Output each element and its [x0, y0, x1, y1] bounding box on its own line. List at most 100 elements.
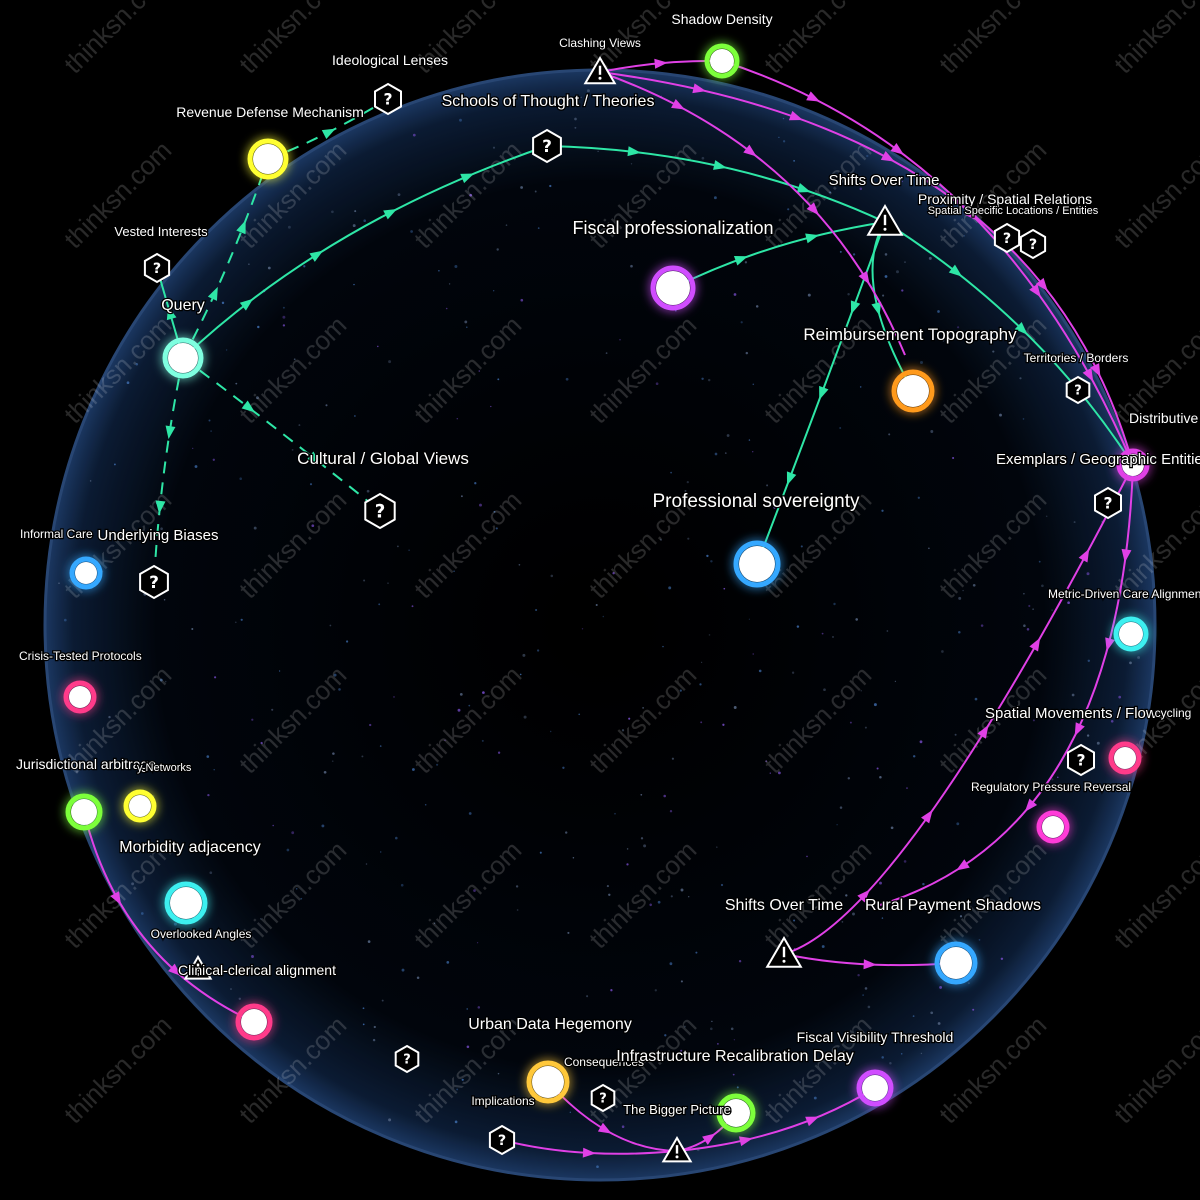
question-hex-icon	[488, 1124, 516, 1156]
star	[160, 527, 163, 530]
star	[733, 706, 737, 709]
star	[723, 587, 726, 590]
node-cycling[interactable]: cycling	[1108, 705, 1193, 775]
node-overlooked-angles[interactable]: Overlooked Angles	[149, 926, 253, 980]
node-core	[739, 546, 775, 582]
star	[881, 509, 884, 512]
node-vested-interests[interactable]: ?Vested Interests	[113, 223, 209, 284]
star	[642, 707, 644, 709]
watermark-text: thinksn.com	[58, 0, 177, 79]
node-underlying-biases[interactable]: ?Underlying Biases	[96, 526, 220, 600]
star	[325, 404, 328, 407]
star	[612, 572, 615, 575]
edge-arrowhead	[713, 160, 727, 170]
node-rural-payment-shadows[interactable]: Rural Payment Shadows	[864, 896, 1042, 985]
node-morbidity-adjacency[interactable]: Morbidity adjacency	[118, 838, 262, 925]
node-fiscal-professionalization[interactable]: Fiscal professionalization	[571, 217, 775, 311]
star	[444, 739, 446, 741]
node-cultural-global-views[interactable]: ?Cultural / Global Views	[296, 448, 470, 530]
watermark-text: thinksn.com	[0, 835, 2, 954]
star	[708, 634, 711, 636]
node-schools-of-thought-theories[interactable]: ?Schools of Thought / Theories	[440, 92, 656, 164]
star	[661, 494, 664, 497]
node-implications[interactable]: ?Implications	[470, 1093, 536, 1156]
star	[362, 1023, 365, 1026]
star	[829, 191, 831, 194]
star	[941, 650, 944, 653]
node-urban-data-hegemony[interactable]: Urban Data Hegemony	[467, 1015, 633, 1104]
edge-arrowhead	[321, 128, 336, 139]
node-crisis-tested-protocols[interactable]: Crisis-Tested Protocols	[18, 648, 143, 714]
node-clashing-views[interactable]: Clashing Views	[558, 35, 642, 85]
node-proximity-spatial-relations[interactable]: ?Proximity / Spatial Relations	[917, 190, 1093, 254]
node-shifts-over-time[interactable]: Shifts Over Time	[827, 171, 941, 236]
node-label: Morbidity adjacency	[119, 839, 260, 856]
node-consequences[interactable]: ?Consequences	[563, 1054, 645, 1113]
star	[321, 824, 325, 828]
node-y-networks[interactable]: y Networks	[123, 761, 193, 823]
star	[361, 755, 364, 758]
node-spatial-movements-flows[interactable]: ? Spatial Movements / Flows	[984, 704, 1165, 777]
node-glow-ring	[69, 556, 103, 590]
star	[611, 1065, 613, 1067]
node-label: Spatial Movements / Flows	[985, 705, 1164, 722]
question-hex-icon	[374, 82, 402, 116]
node-spatial-specific-locations-entities[interactable]: ?Spatial Specific Locations / Entities	[926, 204, 1100, 260]
node-label: Ideological Lenses	[332, 52, 448, 68]
star	[657, 900, 661, 904]
node-clinical-clerical-alignment[interactable]: Clinical-clerical alignment	[177, 961, 337, 1041]
star	[999, 413, 1002, 417]
star	[490, 405, 492, 408]
star	[574, 126, 577, 129]
node-territories-borders[interactable]: ?Territories / Borders	[1022, 350, 1130, 405]
star	[873, 703, 877, 707]
star	[1096, 741, 1100, 745]
star	[400, 883, 404, 887]
star	[567, 931, 570, 934]
star	[733, 1039, 736, 1041]
star	[680, 1049, 683, 1052]
node-revenue-defense-mechanism[interactable]: Revenue Defense Mechanism	[175, 103, 365, 180]
node-regulatory-pressure-reversal[interactable]: Regulatory Pressure Reversal	[970, 779, 1132, 844]
star	[839, 427, 842, 429]
node-metric-driven-care-alignment[interactable]: Metric-Driven Care Alignment	[1047, 586, 1200, 652]
node-informal-care[interactable]: Informal Care	[19, 526, 103, 590]
warning-mark-icon	[598, 65, 602, 75]
star	[401, 968, 405, 972]
question-mark-icon: ?	[542, 136, 552, 156]
star	[300, 897, 303, 900]
node-exemplars-geographic-entities[interactable]: ?Exemplars / Geographic Entities	[995, 450, 1200, 520]
star	[876, 767, 879, 770]
star	[752, 653, 754, 655]
node-reimbursement-topography[interactable]: Reimbursement Topography	[802, 324, 1018, 413]
star	[962, 589, 964, 592]
node-the-bigger-picture[interactable]: The Bigger Picture	[622, 1101, 732, 1163]
star	[701, 661, 703, 663]
node-query[interactable]: Query	[160, 296, 206, 379]
watermark-text: thinksn.com	[0, 310, 2, 429]
star	[807, 293, 811, 297]
node-ideological-lenses[interactable]: ?Ideological Lenses	[331, 51, 449, 116]
node-professional-sovereignty[interactable]: Professional sovereignty	[651, 490, 861, 588]
edge-arrowhead	[1035, 277, 1048, 292]
star	[980, 624, 984, 627]
star	[833, 602, 836, 606]
star	[411, 768, 415, 771]
node-jurisdictional-arbitrage[interactable]: Jurisdictional arbitrage	[15, 755, 158, 831]
node-shadow-density[interactable]: Shadow Density	[670, 10, 774, 79]
node-glow-ring	[235, 1003, 273, 1041]
star	[377, 345, 379, 348]
star	[859, 187, 863, 191]
node-glow-ring	[1036, 810, 1070, 844]
warning-dot-icon	[782, 959, 786, 963]
node-distributive-legitimacy[interactable]: Distributive legitimacy	[1116, 409, 1200, 482]
node-infrastructure-recalibration-delay[interactable]: Infrastructure Recalibration Delay	[615, 1047, 855, 1133]
node-shifts-over-time[interactable]: Shifts Over Time	[724, 896, 844, 968]
node-label: Cultural / Global Views	[297, 449, 469, 468]
star	[839, 250, 842, 253]
node-unlabeled[interactable]: ?	[394, 1044, 420, 1074]
star	[879, 776, 882, 779]
question-mark-icon: ?	[1076, 751, 1085, 769]
edge-arrowhead	[236, 220, 246, 235]
node-fiscal-visibility-threshold[interactable]: Fiscal Visibility Threshold	[795, 1028, 955, 1107]
